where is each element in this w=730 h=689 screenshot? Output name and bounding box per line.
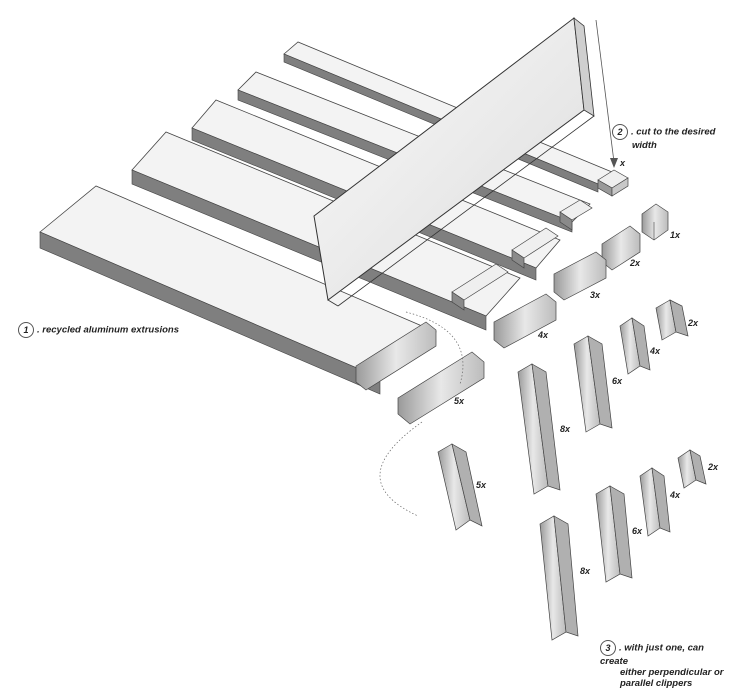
step1-number: 1 <box>18 322 34 338</box>
step1-text: . recycled aluminum extrusions <box>37 324 180 336</box>
step2-line-2: width <box>632 140 657 151</box>
step3-number: 3 <box>600 640 616 656</box>
label-6x-b: 6x <box>632 526 643 536</box>
label-4x-a: 4x <box>538 330 549 340</box>
label-5x-b: 5x <box>476 480 487 490</box>
clipper-8x-a <box>517 363 561 495</box>
clipper-2x-b <box>677 449 707 489</box>
clipper-4x-b <box>639 467 671 537</box>
step2-annotation: 2. cut to the desired width <box>612 124 715 151</box>
label-1x: 1x <box>670 230 681 240</box>
label-2x-c: 2x <box>708 462 719 472</box>
clip-left <box>355 321 437 391</box>
step2-line-1: . cut to the desired <box>631 126 716 138</box>
cut-piece-1 <box>559 199 593 231</box>
cutting-plane <box>313 17 595 307</box>
clip-3x <box>553 251 607 301</box>
clipper-6x-b <box>595 485 633 583</box>
motion-path-2 <box>379 421 423 517</box>
step1-annotation: 1. recycled aluminum extrusions <box>18 322 179 338</box>
label-4x-c: 4x <box>670 490 681 500</box>
motion-path-1 <box>405 311 464 385</box>
label-width: x <box>620 158 626 168</box>
clipper-8x-b <box>539 515 579 641</box>
label-5x-a: 5x <box>454 396 465 406</box>
clip-5x-flat <box>397 351 485 425</box>
clip-4x <box>493 293 557 349</box>
label-2x-b: 2x <box>688 318 699 328</box>
clipper-6x-a <box>573 335 613 433</box>
step3-line-1: . with just one, can create <box>600 642 704 667</box>
label-8x-a: 8x <box>560 424 571 434</box>
label-3x: 3x <box>590 290 601 300</box>
cut-arrow <box>595 19 618 168</box>
label-6x-a: 6x <box>612 376 623 386</box>
cut-piece-2 <box>511 227 559 269</box>
step3-annotation: 3. with just one, can create either perp… <box>600 640 730 689</box>
step2-number: 2 <box>612 124 628 140</box>
step3-line-2: either perpendicular or <box>620 667 724 678</box>
label-2x-a: 2x <box>630 258 641 268</box>
label-4x-b: 4x <box>650 346 661 356</box>
clipper-2x-a <box>655 299 689 341</box>
clipper-5x <box>437 443 483 531</box>
step3-line-3: parallel clippers <box>620 678 693 689</box>
label-8x-b: 8x <box>580 566 591 576</box>
cut-piece-3 <box>451 263 509 311</box>
clipper-4x-a <box>619 317 651 375</box>
cut-piece-x <box>597 169 629 197</box>
clip-1x <box>641 203 669 241</box>
